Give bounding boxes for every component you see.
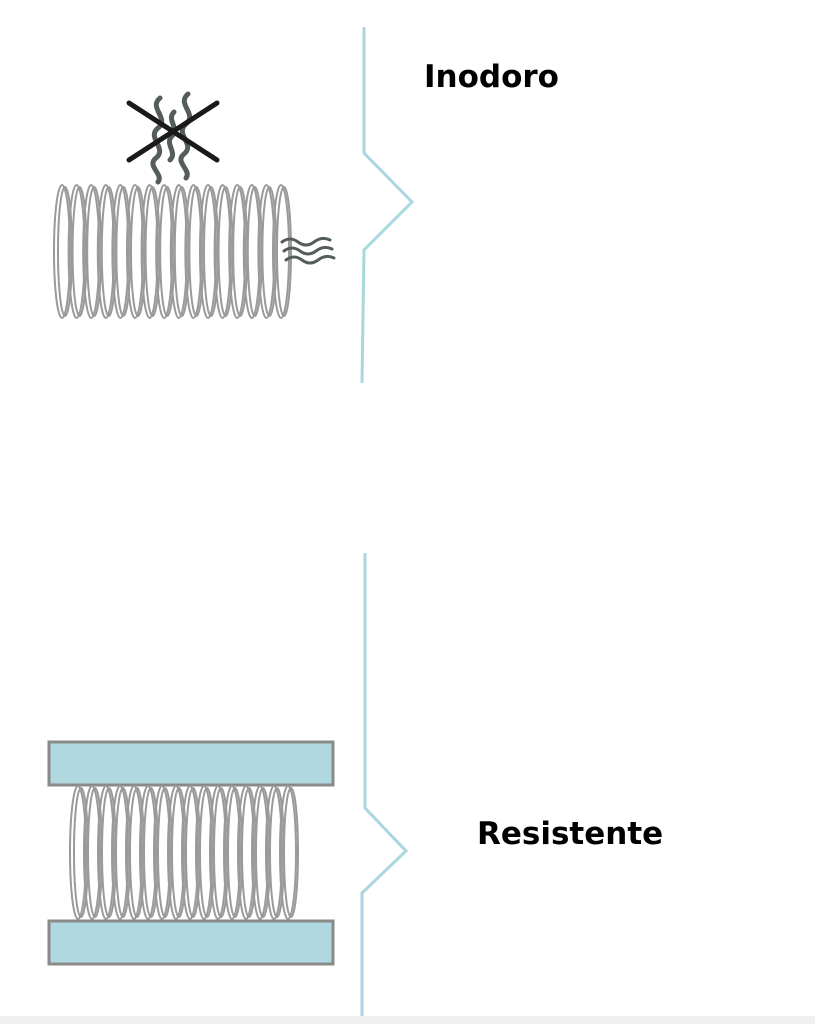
coil-ring xyxy=(181,785,199,920)
coil-ring xyxy=(111,184,130,319)
panel-divider xyxy=(360,553,409,1018)
coil-ring xyxy=(276,186,292,317)
coil-ring xyxy=(283,787,299,918)
coil-ring xyxy=(69,785,87,920)
coil-ring xyxy=(67,184,86,319)
coil-ring xyxy=(96,184,115,319)
odor-waves-icon xyxy=(280,236,336,265)
coil-ring xyxy=(53,184,71,319)
coil-ring xyxy=(228,184,247,319)
coiled-hose-icon xyxy=(69,785,299,920)
coil-ring xyxy=(237,785,255,920)
coil-ring xyxy=(140,184,159,319)
coil-ring xyxy=(199,184,217,319)
coil-ring xyxy=(126,184,144,319)
coil-ring xyxy=(272,184,290,319)
coil-ring xyxy=(83,785,101,920)
coil-ring xyxy=(223,785,241,920)
coil-ring xyxy=(125,785,143,920)
page-bottom-edge xyxy=(0,1016,815,1024)
coil-ring xyxy=(167,785,185,920)
coiled-hose-icon xyxy=(53,184,292,319)
panel-divider xyxy=(360,27,415,384)
coil-ring xyxy=(279,785,297,920)
coil-ring xyxy=(139,785,157,920)
compression-plate-icon xyxy=(47,740,335,787)
coil-ring xyxy=(97,785,115,920)
coil-ring xyxy=(209,785,227,920)
coil-ring xyxy=(111,785,129,920)
panel-label-resistente: Resistente xyxy=(477,816,664,852)
coil-ring xyxy=(195,785,213,920)
coil-ring xyxy=(242,184,261,319)
cross-icon xyxy=(126,100,220,163)
coil-ring xyxy=(265,785,283,920)
compression-plate-icon xyxy=(47,919,335,966)
coil-ring xyxy=(169,184,188,319)
coil-ring xyxy=(184,184,203,319)
coil-ring xyxy=(251,785,269,920)
coil-ring xyxy=(213,184,232,319)
coil-ring xyxy=(82,184,101,319)
coil-ring xyxy=(257,184,276,319)
panel-label-inodoro: Inodoro xyxy=(424,59,559,95)
coil-ring xyxy=(155,184,174,319)
coil-ring xyxy=(153,785,171,920)
